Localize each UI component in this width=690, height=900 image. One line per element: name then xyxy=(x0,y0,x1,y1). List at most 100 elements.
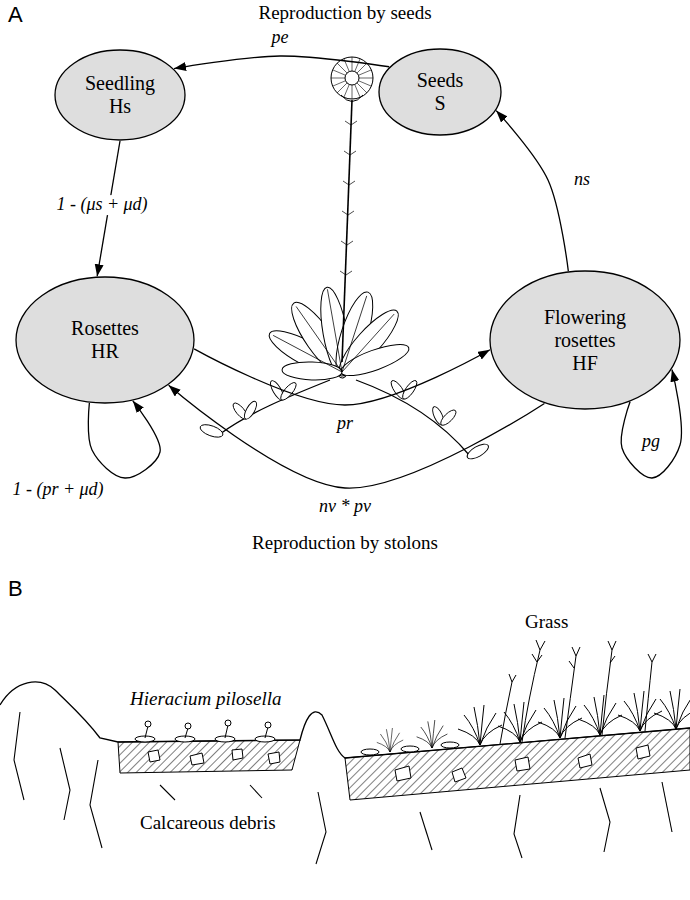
rock-cracks xyxy=(250,785,262,798)
transition-arrow xyxy=(169,385,545,488)
small-hieracium-plants xyxy=(135,720,459,755)
life-stage-ellipse: SeedsS xyxy=(378,48,502,136)
small-hieracium-plants xyxy=(401,746,419,752)
flower-stem xyxy=(342,100,352,362)
panel-letter: A xyxy=(8,2,23,27)
node-label: Flowering rosettesHF xyxy=(525,306,645,375)
stem-hairs xyxy=(340,121,357,275)
transition-arrow xyxy=(88,401,160,478)
stolon-leaves xyxy=(242,400,259,421)
stage-name: Seedling xyxy=(85,72,155,95)
hatched-soil xyxy=(345,728,690,800)
leaf-midribs xyxy=(342,314,394,372)
calcareous-rocks xyxy=(515,757,530,771)
stage-name: Rosettes xyxy=(71,317,139,340)
plant-leaves xyxy=(338,338,412,381)
habitat-label: Grass xyxy=(525,611,568,633)
calcareous-rocks xyxy=(148,745,650,782)
grass xyxy=(602,641,616,735)
panel-letter: B xyxy=(8,576,23,601)
cycle-heading: Reproduction by seeds xyxy=(258,2,431,24)
small-hieracium-plants xyxy=(265,722,271,728)
stage-symbol: HF xyxy=(525,352,645,375)
calcareous-rocks xyxy=(190,753,204,765)
grass xyxy=(618,691,662,731)
rock-cracks xyxy=(14,712,672,864)
ellipse-outline xyxy=(55,50,185,140)
ellipse-outline xyxy=(16,277,194,403)
transition-rate: 1 - (μs + μd) xyxy=(53,195,150,215)
small-hieracium-plants xyxy=(145,721,151,727)
small-hieracium-plants xyxy=(185,728,188,738)
grass xyxy=(522,640,545,742)
calcareous-rocks xyxy=(268,752,280,764)
flower-stem xyxy=(342,100,352,362)
node-label: SeedsS xyxy=(417,69,464,115)
stage-symbol: S xyxy=(417,92,464,115)
calcareous-rocks xyxy=(148,750,160,762)
flower-head xyxy=(341,95,363,102)
rock-cracks xyxy=(600,788,610,852)
small-hieracium-plants xyxy=(441,742,459,748)
transition-rate: nv * pv xyxy=(316,497,374,517)
rock-cracks xyxy=(60,748,70,820)
transition-rate: ns xyxy=(571,170,593,190)
transition-rate: pr xyxy=(334,414,356,434)
calcareous-rocks xyxy=(395,766,411,781)
plant-leaves xyxy=(264,285,412,383)
calcareous-rocks xyxy=(578,754,592,768)
terrain-outline xyxy=(0,682,690,758)
small-hieracium-plants xyxy=(225,720,231,726)
leaf-midribs xyxy=(342,296,367,372)
life-stage-ellipse: SeedlingHs xyxy=(54,49,186,141)
small-hieracium-plants xyxy=(225,725,228,738)
small-hieracium-plants xyxy=(185,723,191,729)
habitat-label: Calcareous debris xyxy=(140,812,276,834)
small-hieracium-plants xyxy=(265,727,268,738)
stage-name: Flowering rosettes xyxy=(525,306,645,352)
cycle-heading: Reproduction by stolons xyxy=(252,532,438,554)
stage-symbol: HR xyxy=(71,340,139,363)
stolon-leaves xyxy=(278,380,298,402)
node-label: SeedlingHs xyxy=(85,72,155,118)
small-hieracium-plants xyxy=(361,749,379,755)
node-label: RosettesHR xyxy=(71,317,139,363)
calcareous-rocks xyxy=(636,745,650,759)
stolon-leaves xyxy=(400,379,419,402)
rock-cracks xyxy=(160,785,175,800)
leaf-midribs xyxy=(273,335,342,372)
small-hieracium-plants xyxy=(145,726,148,738)
grass xyxy=(498,702,542,742)
hatched-soil xyxy=(118,728,690,800)
stolons xyxy=(220,380,470,456)
rock-cracks xyxy=(316,792,326,864)
transition-rate: 1 - (pr + μd) xyxy=(9,480,106,500)
grass xyxy=(377,728,403,752)
rock-cracks xyxy=(662,782,672,832)
grass xyxy=(417,720,448,748)
rock-cracks xyxy=(420,812,432,850)
ellipse-outline xyxy=(490,271,680,409)
flower-head xyxy=(345,71,359,85)
calcareous-rocks xyxy=(232,749,243,760)
transition-arrow xyxy=(496,111,568,271)
ellipse-outline xyxy=(379,49,501,135)
grass xyxy=(500,674,516,744)
species-name: Hieracium pilosella xyxy=(130,688,281,710)
stolon-leaves xyxy=(438,408,458,428)
grass xyxy=(377,640,690,752)
hatched-soil xyxy=(118,740,300,773)
rock-cracks xyxy=(90,760,102,848)
plant-leaves xyxy=(282,361,343,381)
transition-arrow xyxy=(174,56,389,69)
transition-rate: pg xyxy=(639,432,663,452)
leaf-midribs xyxy=(273,289,394,372)
grass xyxy=(565,647,580,738)
rock-cracks xyxy=(14,712,24,800)
grass xyxy=(458,705,502,745)
stolon-leaves xyxy=(465,441,491,462)
leaf-midribs xyxy=(296,306,342,372)
calcareous-rocks xyxy=(452,768,466,782)
transition-arrow xyxy=(194,349,490,405)
